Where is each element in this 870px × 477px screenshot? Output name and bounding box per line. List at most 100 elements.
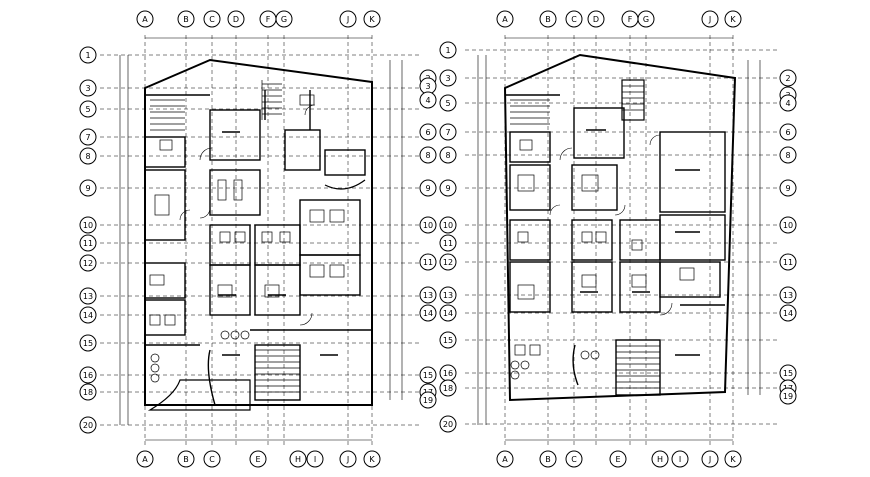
grid-bubble-label: 13: [423, 291, 433, 300]
grid-bubble-top: J: [339, 10, 357, 28]
grid-bubble-label: 11: [783, 258, 793, 267]
grid-bubble-label: 11: [443, 239, 453, 248]
grid-bubble-label: 16: [83, 371, 93, 380]
grid-bubble-top: F: [259, 10, 277, 28]
grid-bubble-left: 18: [79, 383, 97, 401]
grid-bubble-right: 8: [419, 146, 437, 164]
grid-bubble-label: 13: [83, 292, 93, 301]
grid-bubble-label: 20: [443, 420, 453, 429]
grid-bubble-label: 15: [83, 339, 93, 348]
grid-bubble-top: C: [203, 10, 221, 28]
grid-bubble-label: 3: [445, 74, 450, 83]
grid-bubble-label: 16: [443, 369, 453, 378]
grid-bubble-right: 6: [419, 123, 437, 141]
grid-bubble-left: 5: [79, 100, 97, 118]
grid-bubble-bottom: K: [363, 450, 381, 468]
grid-bubble-label: A: [142, 15, 148, 24]
grid-bubble-right: 15: [779, 364, 797, 382]
grid-bubble-top: G: [637, 10, 655, 28]
grid-bubble-label: 3: [85, 84, 90, 93]
grid-bubble-label: K: [369, 15, 375, 24]
grid-bubble-bottom: J: [701, 450, 719, 468]
grid-bubble-label: I: [679, 455, 681, 464]
grid-bubble-top: G: [275, 10, 293, 28]
grid-bubble-left: 16: [79, 366, 97, 384]
grid-bubble-top: F: [621, 10, 639, 28]
grid-bubble-label: 15: [443, 336, 453, 345]
grid-bubble-right: 14: [779, 304, 797, 322]
grid-bubble-right: 9: [419, 179, 437, 197]
grid-bubble-left: 20: [439, 415, 457, 433]
grid-bubble-label: J: [708, 455, 711, 464]
dimension-lines: [119, 37, 403, 441]
grid-bubble-label: B: [183, 15, 189, 24]
grid-bubble-right: 9: [779, 179, 797, 197]
curved-balcony: [324, 179, 366, 190]
grid-bubble-left: 7: [79, 128, 97, 146]
grid-bubble-label: 19: [423, 396, 433, 405]
grid-bubble-label: 20: [83, 421, 93, 430]
grid-bubble-left: 15: [79, 334, 97, 352]
grid-bubble-label: 11: [423, 258, 433, 267]
grid-bubble-left: 10: [79, 216, 97, 234]
grid-bubble-top: D: [227, 10, 245, 28]
grid-bubble-bottom: I: [671, 450, 689, 468]
grid-bubble-label: F: [628, 15, 633, 24]
grid-bubble-label: C: [571, 455, 577, 464]
grid-bubble-bottom: A: [496, 450, 514, 468]
grid-bubble-label: J: [708, 15, 711, 24]
grid-bubble-bottom: K: [724, 450, 742, 468]
grid-bubble-label: C: [571, 15, 577, 24]
grid-bubble-bottom: A: [136, 450, 154, 468]
grid-bubble-label: 4: [425, 96, 430, 105]
grid-bubble-label: 6: [425, 128, 430, 137]
grid-bubble-label: 6: [785, 128, 790, 137]
grid-bubble-right: 8: [779, 146, 797, 164]
grid-bubble-label: 5: [445, 99, 450, 108]
curved-entrance: [207, 349, 216, 406]
grid-bubble-label: 10: [423, 221, 433, 230]
stair-bottom: [615, 339, 661, 396]
grid-bubble-label: 13: [443, 291, 453, 300]
interior-walls: [505, 94, 726, 313]
grid-bubble-label: 14: [83, 311, 93, 320]
grid-bubble-bottom: E: [609, 450, 627, 468]
grid-bubble-left: 16: [439, 364, 457, 382]
grid-bubble-label: 5: [85, 105, 90, 114]
grid-bubble-right: 11: [419, 253, 437, 271]
grid-bubble-label: C: [209, 455, 215, 464]
grid-bubble-bottom: B: [539, 450, 557, 468]
grid-bubble-left: 11: [439, 234, 457, 252]
grid-bubble-left: 11: [79, 234, 97, 252]
grid-bubble-right: 4: [419, 91, 437, 109]
grid-bubble-label: A: [142, 455, 148, 464]
room-labels: [580, 129, 700, 356]
grid-bubble-right: 10: [419, 216, 437, 234]
grid-bubble-label: E: [255, 455, 260, 464]
grid-bubble-left: 3: [439, 69, 457, 87]
plan-left: [100, 35, 420, 445]
grid-bubble-label: J: [346, 15, 349, 24]
grid-bubble-left: 1: [79, 46, 97, 64]
grid-bubble-right: 19: [419, 391, 437, 409]
grid-bubble-right: 13: [779, 286, 797, 304]
grid-bubble-top: A: [136, 10, 154, 28]
grid-bubble-label: 13: [783, 291, 793, 300]
grid-bubble-label: I: [314, 455, 316, 464]
grid-bubble-right: 4: [779, 94, 797, 112]
furniture: [510, 139, 695, 380]
grid-bubble-label: 18: [83, 388, 93, 397]
grid-bubble-label: C: [209, 15, 215, 24]
grid-bubble-label: G: [281, 15, 287, 24]
grid-bubble-label: K: [369, 455, 375, 464]
grid-bubble-label: 19: [783, 392, 793, 401]
grid-bubble-left: 15: [439, 331, 457, 349]
grid-bubble-label: D: [593, 15, 599, 24]
plan-right: [465, 35, 780, 445]
stair-left: [510, 99, 550, 125]
grid-bubble-label: 8: [785, 151, 790, 160]
grid-bubble-left: 12: [79, 254, 97, 272]
grid-bubble-label: 1: [445, 46, 450, 55]
grid-bubble-bottom: E: [249, 450, 267, 468]
